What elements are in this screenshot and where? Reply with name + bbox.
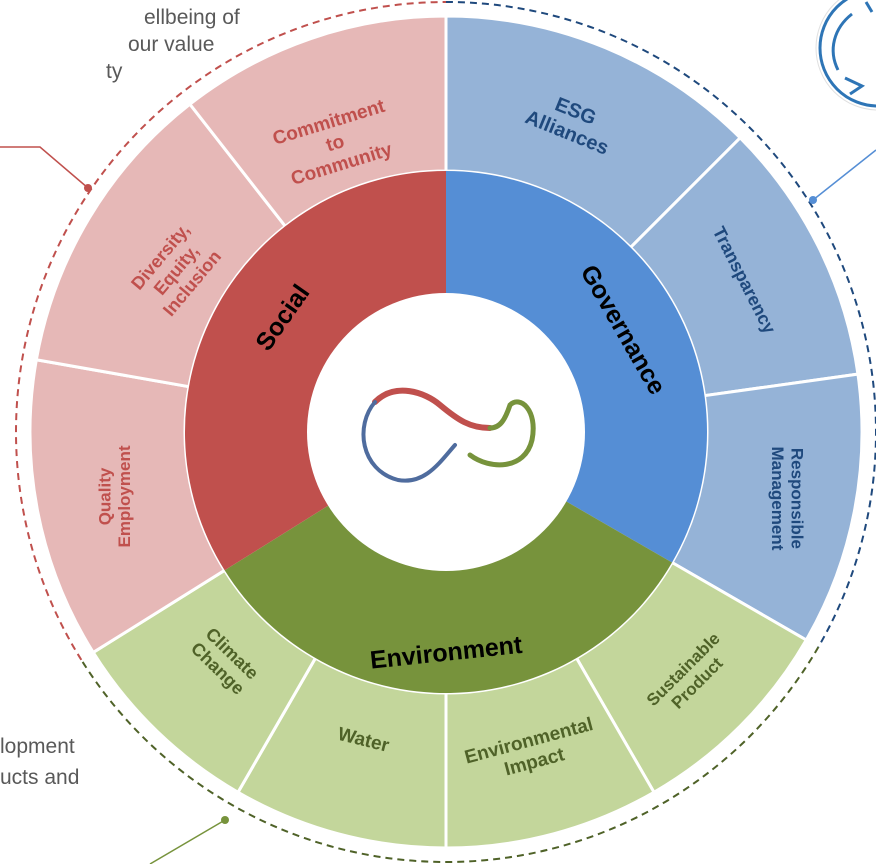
callout-line: lopment <box>0 735 75 758</box>
callout-line: our value <box>128 33 215 56</box>
center-disc <box>307 293 585 571</box>
callout-dot <box>809 196 817 204</box>
dashed-arc-governance <box>445 1 876 648</box>
center-circle <box>307 293 585 571</box>
callout-line-social <box>0 146 89 189</box>
pillar-governance <box>446 171 708 563</box>
callout-line: ellbeing of <box>144 6 240 29</box>
outer-segments-ring: ESGAlliancesTransparencyResponsibleManag… <box>28 14 864 850</box>
segment-label-line: Responsible <box>787 448 806 549</box>
callout-line: ucts and <box>0 766 80 789</box>
infinity-logo <box>361 387 536 483</box>
segment-label-line: Management <box>768 446 787 550</box>
pillar-social <box>185 171 446 571</box>
callout-lines <box>0 146 876 864</box>
callout-text-top-left: ellbeing of our value ty <box>106 4 240 85</box>
callout-dot <box>84 184 92 192</box>
callout-dot <box>221 816 229 824</box>
dashed-arc-environment <box>80 646 820 863</box>
segment-label-line: Quality <box>95 467 114 525</box>
callout-line-environment <box>149 819 226 864</box>
segment-label-responsible-management: ResponsibleManagement <box>768 446 807 550</box>
segment-commitment-to-community <box>187 14 448 229</box>
callout-line: ty <box>106 60 123 83</box>
pillar-environment <box>224 500 673 693</box>
segment-label-quality-employment: QualityEmployment <box>95 445 134 547</box>
dashed-arc-social <box>15 1 447 661</box>
callout-line-governance <box>812 149 876 201</box>
dashed-outer-ring <box>15 1 876 863</box>
segment-label-line: Employment <box>115 445 134 547</box>
recycle-arrows-icon <box>815 0 876 111</box>
segment-label-line: to <box>324 131 347 156</box>
callout-text-bottom-left: lopment ucts and <box>0 733 79 789</box>
